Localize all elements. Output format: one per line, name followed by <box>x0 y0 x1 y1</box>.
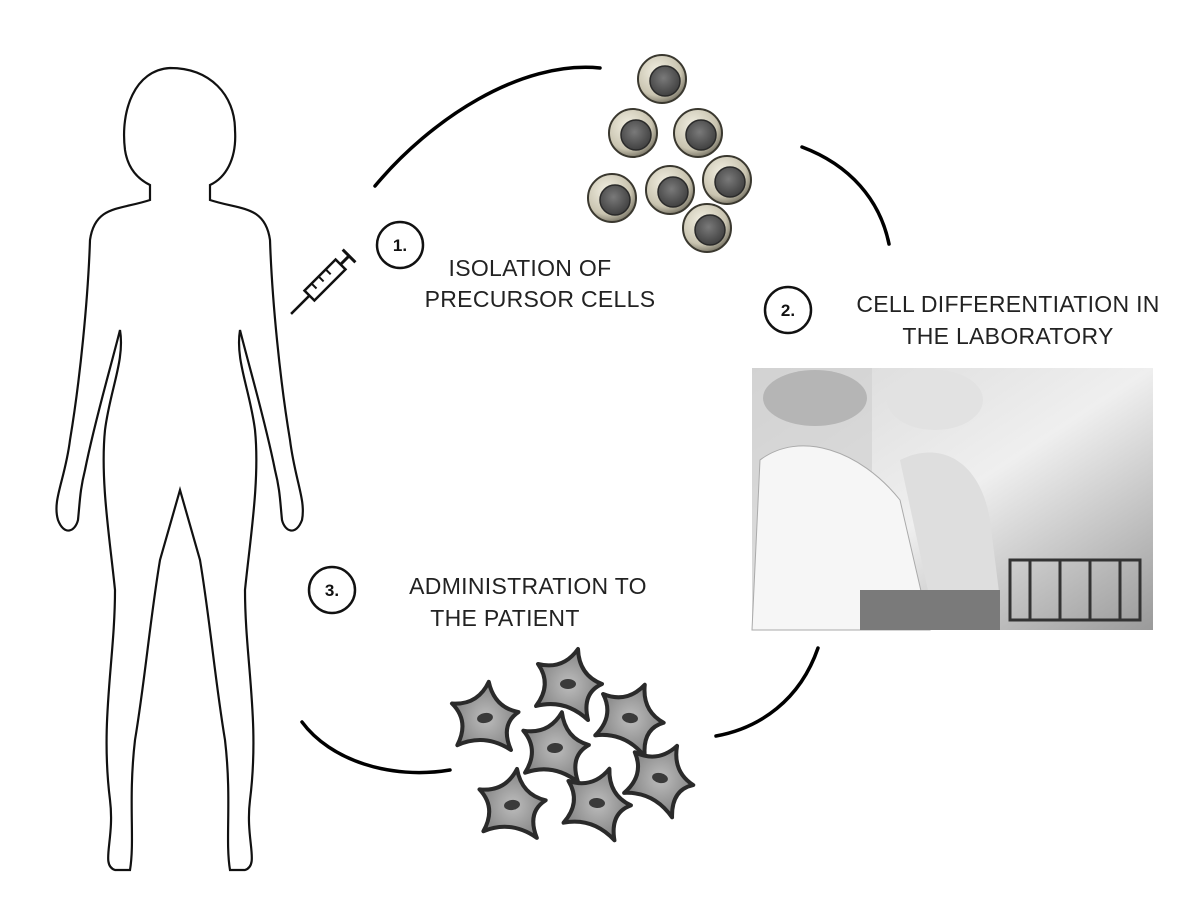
syringe-icon <box>290 248 357 315</box>
step-number: 3. <box>325 581 339 600</box>
step-label-line: THE LABORATORY <box>902 323 1113 349</box>
step-3: 3. ADMINISTRATION TO THE PATIENT <box>307 565 647 631</box>
differentiated-cell <box>477 766 548 840</box>
precursor-cell <box>587 173 637 223</box>
arc-patient-to-cells <box>373 65 602 188</box>
differentiated-cells <box>449 647 696 843</box>
precursor-cell <box>608 108 658 158</box>
laboratory-photo <box>751 368 1153 631</box>
precursor-cell <box>702 155 752 205</box>
precursor-cells <box>587 54 752 253</box>
step-label-line: ADMINISTRATION TO <box>409 573 647 599</box>
precursor-cell <box>645 165 695 215</box>
arc-lab-to-differentiated <box>714 646 820 738</box>
step-number-badge <box>375 220 425 270</box>
differentiated-cell <box>534 647 604 722</box>
arc-differentiated-to-patient <box>300 720 452 775</box>
step-1: 1. ISOLATION OF PRECURSOR CELLS <box>375 220 656 312</box>
differentiated-cell <box>449 679 521 752</box>
differentiated-cell <box>521 710 591 785</box>
differentiated-cell <box>593 682 666 759</box>
differentiated-cell <box>561 766 633 843</box>
step-label-line: CELL DIFFERENTIATION IN <box>856 291 1159 317</box>
step-number-badge <box>763 285 813 335</box>
step-2: 2. CELL DIFFERENTIATION IN THE LABORATOR… <box>763 285 1159 349</box>
differentiated-cell <box>622 743 696 820</box>
step-number: 1. <box>393 236 407 255</box>
precursor-cell <box>637 54 687 104</box>
step-label-line: PRECURSOR CELLS <box>425 286 656 312</box>
precursor-cell <box>673 108 723 158</box>
step-number-badge <box>307 565 357 615</box>
arc-cells-to-lab <box>800 145 891 246</box>
patient-silhouette <box>55 66 304 872</box>
step-label-line: ISOLATION OF <box>449 255 612 281</box>
step-number: 2. <box>781 301 795 320</box>
step-label-line: THE PATIENT <box>430 605 579 631</box>
precursor-cell <box>682 203 732 253</box>
